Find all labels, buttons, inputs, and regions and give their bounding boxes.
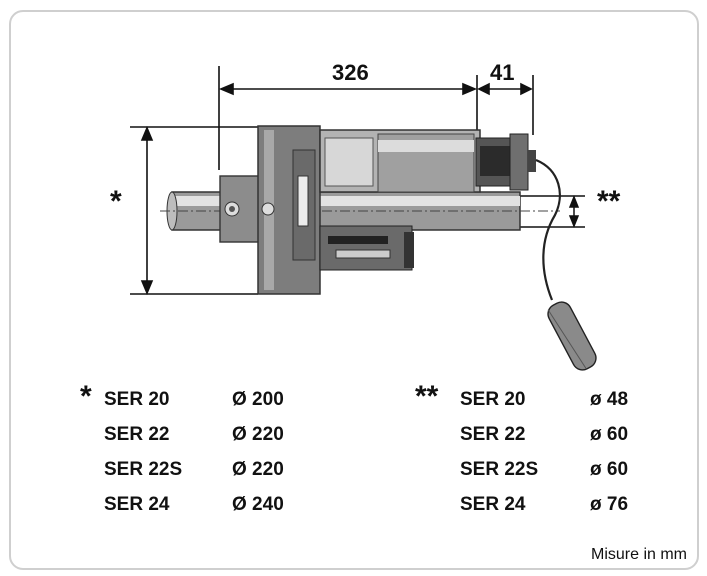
model-name: SER 22 — [104, 424, 170, 445]
model-name: SER 24 — [460, 494, 526, 515]
end-cap — [219, 175, 261, 243]
table-shaft-marker: ** — [415, 380, 439, 413]
table-tube-marker: * — [80, 380, 92, 413]
model-name: SER 24 — [104, 494, 170, 515]
end-length-value: 41 — [490, 60, 515, 85]
table-row-value: Ø 220 — [232, 459, 284, 481]
table-row-value: Ø 200 — [232, 389, 284, 411]
tube-diameter: Ø 220 — [232, 424, 284, 445]
model-name: SER 20 — [104, 389, 170, 410]
power-cable — [535, 158, 561, 301]
diagram-frame — [9, 10, 699, 570]
table-row: SER 22S — [460, 459, 538, 481]
limit-switch — [475, 133, 536, 191]
table-row-value: ø 48 — [590, 389, 628, 411]
table-row: SER 20 — [460, 389, 525, 411]
shaft-diameter: ø 48 — [590, 389, 629, 410]
table-row: SER 24 — [104, 494, 169, 516]
electronics-board — [319, 225, 414, 271]
table-row: SER 24 — [460, 494, 525, 516]
table-row-value: ø 76 — [590, 494, 628, 516]
table-row: SER 20 — [104, 389, 169, 411]
table-row: SER 22S — [104, 459, 182, 481]
length-value: 326 — [332, 60, 369, 85]
length-dimension — [218, 66, 534, 170]
shaft-diameter: ø 60 — [590, 424, 629, 445]
table-row-value: Ø 220 — [232, 424, 284, 446]
table-row: SER 22 — [460, 424, 525, 446]
tube-diameter: Ø 200 — [232, 389, 284, 410]
gear-housing — [257, 125, 321, 295]
tube-marker: * — [110, 185, 122, 218]
model-name: SER 20 — [460, 389, 526, 410]
shaft-diameter: ø 76 — [590, 494, 629, 515]
table-row-value: ø 60 — [590, 459, 628, 481]
shaft-dimension — [520, 194, 585, 229]
cable-plug — [547, 301, 597, 371]
model-name: SER 22 — [460, 424, 526, 445]
motor-body — [319, 129, 481, 193]
tube-dimension — [130, 125, 258, 296]
shaft-diameter: ø 60 — [590, 459, 629, 480]
shaft-marker: ** — [597, 185, 621, 218]
units-note: Misure in mm — [590, 546, 687, 563]
table-row-value: Ø 240 — [232, 494, 284, 516]
model-name: SER 22S — [460, 459, 539, 480]
model-name: SER 22S — [104, 459, 183, 480]
table-row-value: ø 60 — [590, 424, 628, 446]
tube-diameter: Ø 240 — [232, 494, 284, 515]
tube-diameter: Ø 220 — [232, 459, 284, 480]
table-row: SER 22 — [104, 424, 169, 446]
